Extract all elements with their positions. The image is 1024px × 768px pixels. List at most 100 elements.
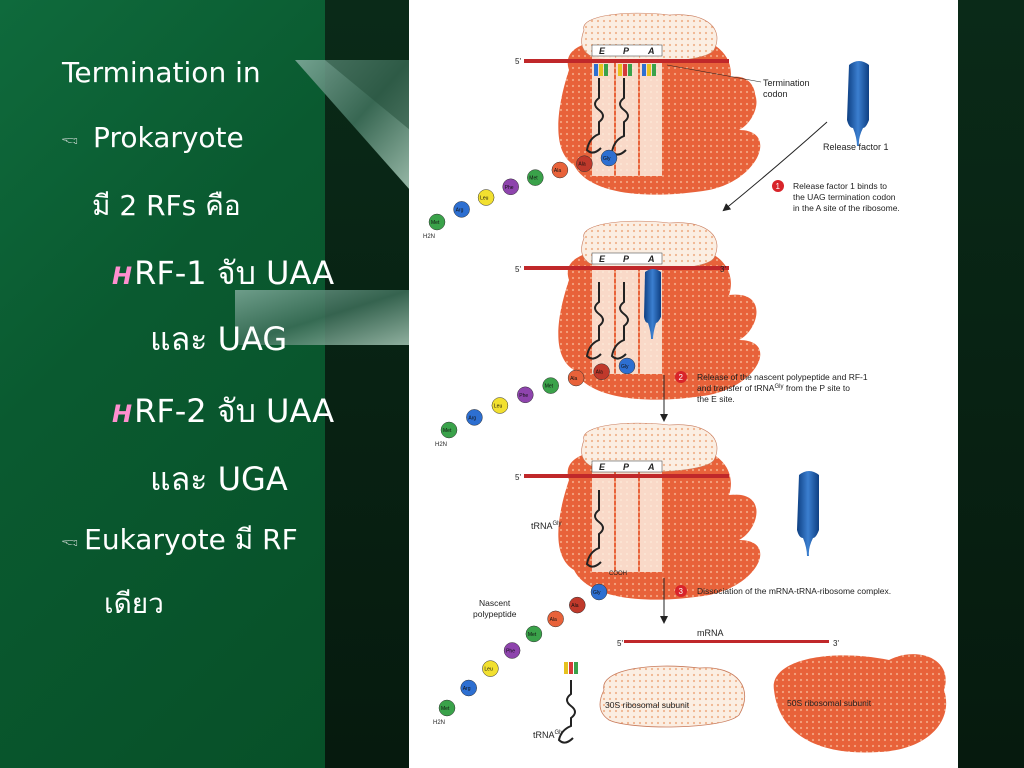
slide-title: Termination in — [62, 56, 261, 89]
amino-acid-label: Leu — [484, 667, 493, 673]
cooh-label: COOH — [609, 571, 627, 577]
step1-text-1: Release factor 1 binds to — [793, 181, 887, 191]
amino-acid-bead — [482, 660, 499, 677]
rf-count-text: มี 2 RFs คือ — [92, 189, 241, 222]
step3-text: Dissociation of the mRNA-tRNA-ribosome c… — [697, 586, 891, 596]
amino-acid-label: Phe — [519, 393, 528, 399]
step2-number: 2 — [679, 373, 684, 382]
release-factor-bound — [644, 269, 661, 339]
amino-acid-bead — [527, 169, 544, 186]
amino-acid-label: Ala — [554, 168, 561, 174]
site-e-label: E — [599, 46, 606, 56]
amino-acid-label: Met — [443, 428, 452, 434]
step3-number: 3 — [679, 587, 684, 596]
amino-acid-label: Ala — [578, 162, 585, 168]
step2-text-1: Release of the nascent polypeptide and R… — [697, 372, 868, 382]
three-prime-label: 3' — [833, 639, 839, 648]
mrna-strand — [524, 266, 729, 270]
amino-acid-bead — [567, 369, 585, 387]
step3-badge — [675, 585, 687, 597]
step2-text-2: and transfer of tRNAGly from the P site … — [697, 383, 850, 393]
amino-acid-label: Gly — [603, 156, 611, 162]
free-mrna — [624, 640, 829, 643]
polypeptide-chains: MetArgLeuPheMetAlaAlaGlyH2NMetArgLeuPheM… — [423, 149, 636, 726]
amino-acid-bead — [460, 679, 477, 697]
termination-codon-label-2: codon — [763, 89, 788, 99]
amino-acid-label: Met — [441, 706, 450, 712]
panel-3: E P A 5' tRNAGly 3 Dissociation of the m… — [473, 422, 891, 624]
hand-bullet-icon: 🖘 — [62, 128, 79, 153]
amino-acid-label: Leu — [480, 196, 489, 202]
trna-e — [585, 282, 604, 360]
h2n-label: H2N — [435, 442, 447, 448]
five-prime-label: 5' — [617, 639, 623, 648]
amino-acid-label: Gly — [621, 364, 629, 370]
panel-1: E P A 5' Termination codon Release facto… — [515, 12, 900, 213]
h2n-label: H2N — [423, 234, 435, 240]
rf1-text-2: และ UAG — [150, 320, 288, 358]
amino-acid-label: Phe — [505, 185, 514, 191]
rf2-line-2: และ UGA — [150, 454, 288, 505]
marble-accent — [235, 60, 410, 345]
site-a-label: A — [647, 46, 655, 56]
five-prime-label: 5' — [515, 265, 521, 274]
free-trna-label: tRNAGly — [533, 730, 564, 740]
mrna-strand — [524, 474, 729, 478]
subunit-30s-label: 30S ribosomal subunit — [605, 700, 690, 710]
amino-acid-label: Met — [545, 384, 554, 390]
rf1-line: HRF-1 จับ UAA — [112, 248, 334, 299]
termination-leader — [666, 64, 762, 83]
eukaryote-line-2: เดียว — [104, 582, 164, 626]
amino-acid-bead — [438, 699, 456, 717]
trna-e — [585, 490, 604, 568]
amino-acid-bead — [525, 625, 543, 643]
five-prime-label: 5' — [515, 473, 521, 482]
panel-2: E P A 5' 3' 2 Release of the nascent pol… — [515, 220, 868, 422]
codon-blocks — [594, 64, 656, 76]
site-a-label: A — [647, 254, 655, 264]
amino-acid-bead — [569, 596, 586, 614]
step2-badge — [675, 371, 687, 383]
amino-acid-bead — [600, 149, 618, 167]
step1-arrow — [722, 121, 828, 212]
bullet-eukaryote: 🖘Eukaryote มี RF — [62, 518, 298, 562]
nascent-label-1: Nascent — [479, 598, 511, 608]
amino-acid-label: Met — [529, 176, 538, 182]
amino-acid-bead — [547, 610, 564, 628]
mrna-label: mRNA — [697, 628, 724, 638]
pointer-bullet-icon: H — [112, 262, 133, 290]
small-subunit — [581, 422, 718, 473]
termination-codon-label: Termination — [763, 78, 810, 88]
prokaryote-label: Prokaryote — [93, 121, 244, 154]
amino-acid-label: Phe — [506, 649, 515, 655]
subunit-50s-label: 50S ribosomal subunit — [787, 698, 872, 708]
rf2-line: HRF-2 จับ UAA — [112, 386, 334, 437]
amino-acid-label: Ala — [571, 603, 578, 609]
free-trna — [557, 680, 576, 744]
five-prime-label: 5' — [515, 57, 521, 66]
termination-diagram: E P A 5' Termination codon Release facto… — [423, 12, 947, 753]
amino-acid-bead — [428, 213, 446, 231]
step2-text-3: the E site. — [697, 394, 735, 404]
step1-number: 1 — [776, 182, 781, 191]
termination-figure: E P A 5' Termination codon Release facto… — [409, 0, 958, 768]
release-factor-1 — [847, 61, 869, 146]
amino-acid-label: Arg — [468, 415, 476, 421]
pointer-bullet-icon: H — [112, 400, 133, 428]
subunit-30s — [599, 665, 745, 728]
site-e-label: E — [599, 254, 606, 264]
rf2-text: RF-2 จับ UAA — [134, 392, 335, 430]
amino-acid-bead — [440, 421, 458, 439]
amino-acid-label: Met — [431, 220, 440, 226]
amino-acid-bead — [551, 161, 569, 179]
title-line: Termination in — [62, 56, 261, 89]
bullet-list: Termination in 🖘 Prokaryote มี 2 RFs คือ… — [0, 0, 420, 768]
amino-acid-bead — [466, 409, 483, 426]
step1-text-3: in the A site of the ribosome. — [793, 203, 900, 213]
site-p-label: P — [623, 46, 630, 56]
amino-acid-bead — [502, 178, 519, 196]
rf-count-line: มี 2 RFs คือ — [92, 184, 241, 228]
amino-acid-label: Leu — [494, 404, 503, 410]
trna-e — [585, 78, 604, 154]
trna-gly-label: tRNAGly — [531, 521, 562, 531]
